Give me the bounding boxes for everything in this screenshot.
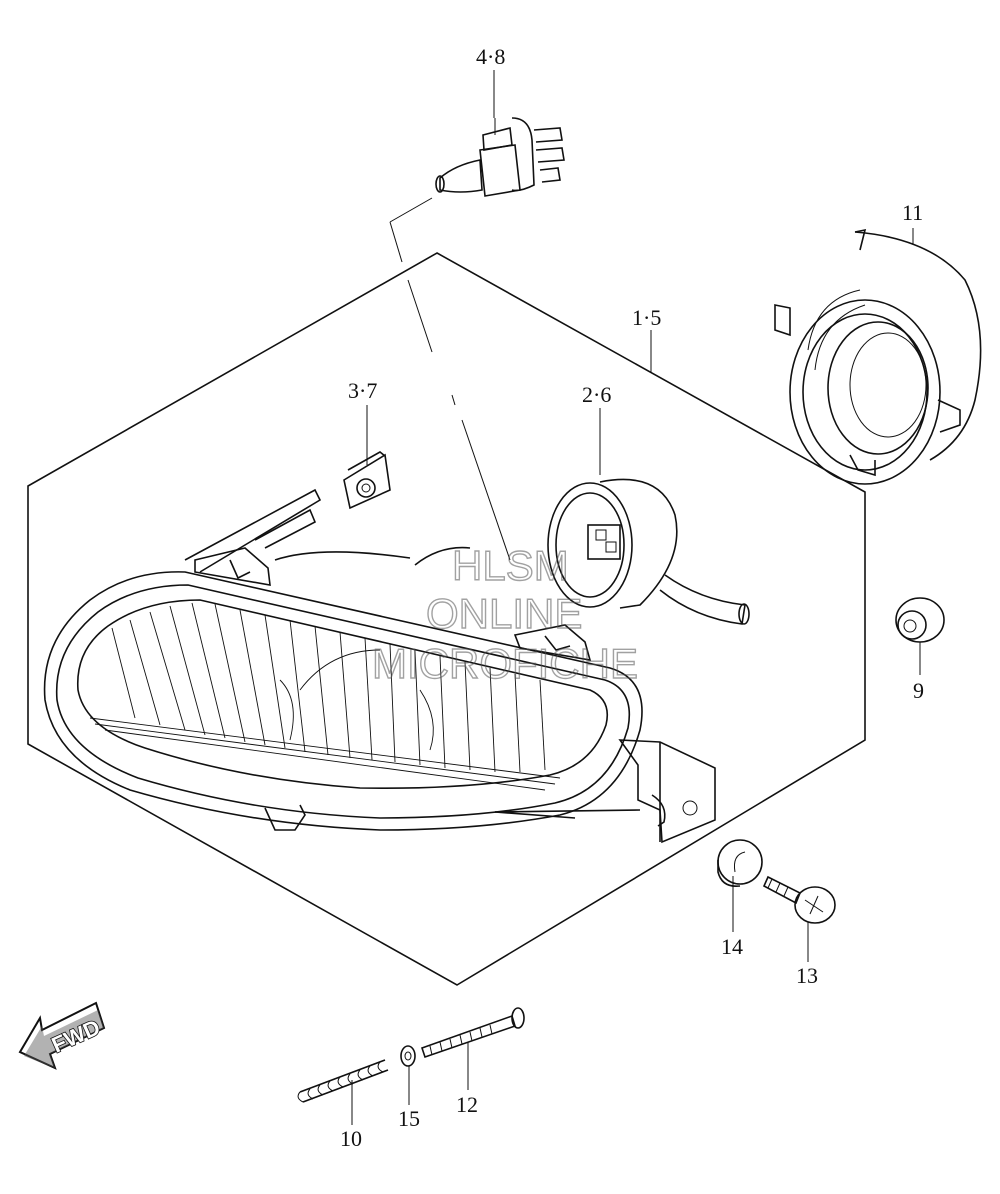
- watermark-line1: HLSM: [452, 542, 569, 589]
- callout-bulb: 4·8: [476, 44, 505, 69]
- socket[interactable]: [547, 478, 750, 625]
- bulb-leader: [389, 197, 511, 561]
- watermark: HLSM ONLINE MICROFICHE: [371, 541, 638, 687]
- callout-grommet-right: 9: [913, 678, 924, 703]
- callout-washer: 15: [398, 1106, 420, 1131]
- watermark-line3: MICROFICHE: [372, 640, 638, 687]
- headlamp-housing[interactable]: [43, 488, 716, 844]
- callout-clip: 3·7: [348, 378, 377, 403]
- callout-screw: 13: [796, 963, 818, 988]
- assembly-boundary: [27, 252, 866, 986]
- callout-housing: 1·5: [632, 305, 661, 330]
- callout-socket: 2·6: [582, 382, 611, 407]
- bolt-12[interactable]: [420, 1007, 525, 1059]
- screw-13[interactable]: [762, 875, 836, 924]
- headlamp-cover[interactable]: [774, 228, 982, 485]
- fwd-arrow-icon: FWD: [18, 1001, 106, 1070]
- grommet-9[interactable]: [895, 597, 945, 643]
- reflector-shading: [89, 602, 561, 791]
- callout-cover: 11: [902, 200, 923, 225]
- grommet-14[interactable]: [717, 839, 763, 888]
- washer-15[interactable]: [400, 1045, 416, 1067]
- leader-lines: [351, 70, 921, 1125]
- callout-bolt: 12: [456, 1092, 478, 1117]
- callout-spring: 10: [340, 1126, 362, 1151]
- watermark-line2: ONLINE: [426, 590, 582, 637]
- clip-nut[interactable]: [343, 451, 391, 510]
- spring-10[interactable]: [297, 1059, 389, 1103]
- bulb[interactable]: [435, 117, 565, 197]
- callout-grommet-lower: 14: [721, 934, 743, 959]
